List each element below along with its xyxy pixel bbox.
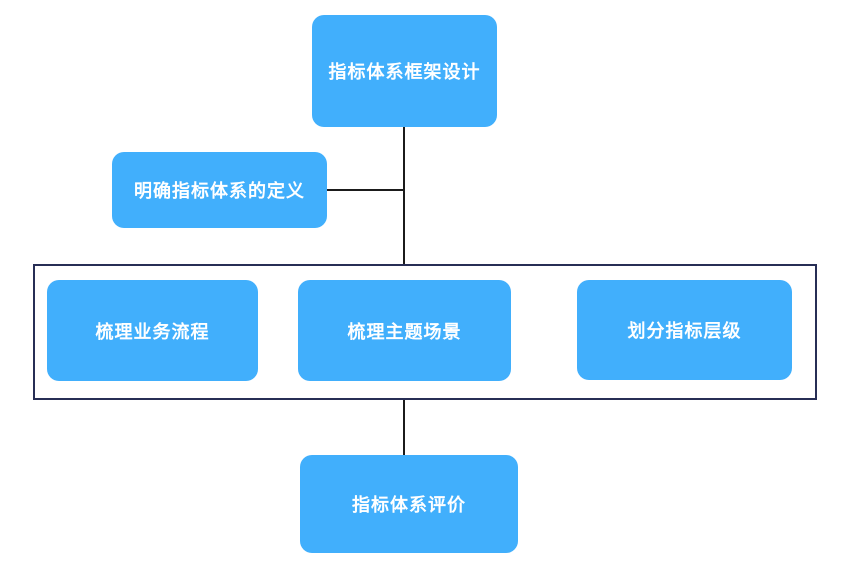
connector-root-to-group xyxy=(403,127,405,264)
node-sort-business-process-label: 梳理业务流程 xyxy=(95,321,210,342)
node-framework-design: 指标体系框架设计 xyxy=(312,15,497,127)
connector-group-to-bottom xyxy=(403,400,405,455)
phase-group-frame xyxy=(33,264,817,400)
node-divide-indicator-levels: 划分指标层级 xyxy=(577,280,792,380)
node-define-indicator-system: 明确指标体系的定义 xyxy=(112,152,327,228)
node-divide-indicator-levels-label: 划分指标层级 xyxy=(627,321,742,341)
node-sort-business-process: 梳理业务流程 xyxy=(47,280,258,381)
node-sort-theme-scenario-label: 梳理主题场景 xyxy=(347,321,462,342)
node-indicator-system-evaluation: 指标体系评价 xyxy=(300,455,518,553)
connector-side-to-trunk xyxy=(327,189,404,191)
node-indicator-system-evaluation-label: 指标体系评价 xyxy=(352,495,466,515)
node-framework-design-label: 指标体系框架设计 xyxy=(328,62,481,82)
node-define-indicator-system-label: 明确指标体系的定义 xyxy=(134,181,305,201)
node-sort-theme-scenario: 梳理主题场景 xyxy=(298,280,511,381)
